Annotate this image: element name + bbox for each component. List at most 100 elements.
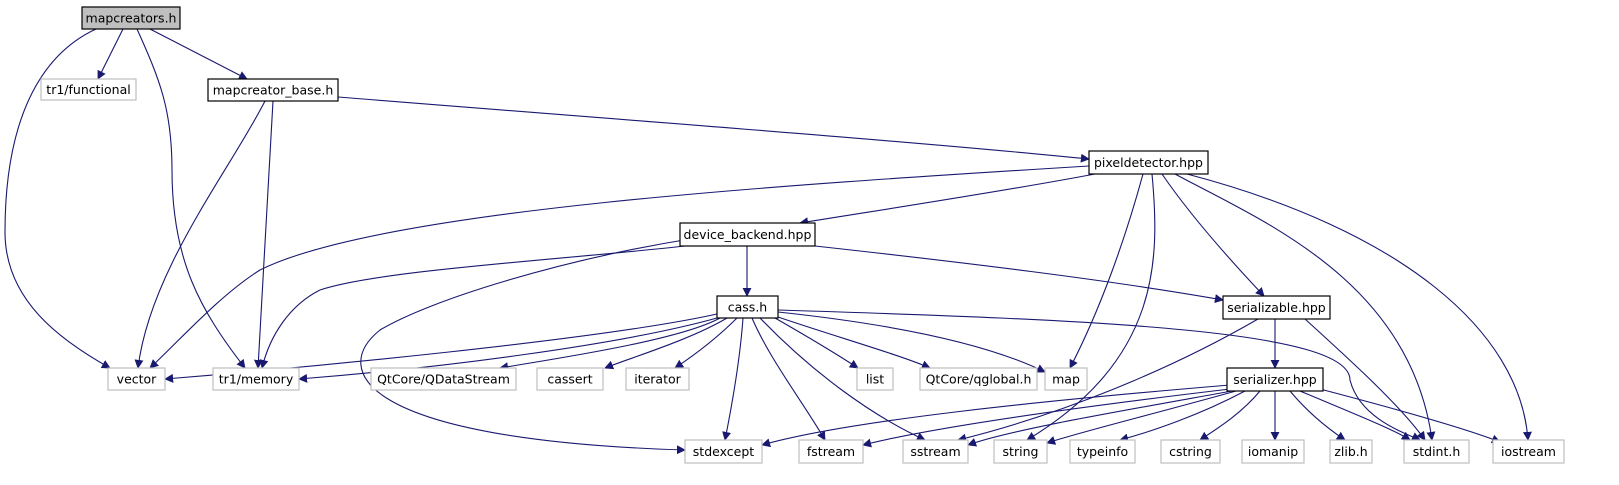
edge-mapcreator_base-to-pixeldetector [337,96,1090,163]
node-label: list [866,372,884,387]
node-box [1492,439,1565,464]
node-label: iostream [1501,444,1556,459]
edge-cass-to-fstream [751,317,826,441]
node-box [798,439,864,464]
node-label: tr1/functional [46,82,130,97]
node-cassert: cassert [536,367,604,391]
node-label: stdint.h [1413,444,1461,459]
node-label: cstring [1169,444,1212,459]
node-box [1241,439,1305,464]
node-vector: vector [107,367,166,391]
node-box [81,6,181,30]
node-label: typeinfo [1077,444,1128,459]
edge-serializer-to-string [1046,390,1237,445]
node-label: mapcreator_base.h [213,83,334,98]
node-label: zlib.h [1334,444,1367,459]
node-box [1222,295,1331,320]
edge-device_backend-to-serializable [814,245,1224,304]
edge-serializer-to-typeinfo [1119,390,1246,443]
node-iostream: iostream [1492,439,1565,464]
node-box [1329,439,1373,464]
edge-cass-to-sstream [759,317,926,441]
node-label: pixeldetector.hpp [1094,155,1203,170]
node-iomanip: iomanip [1241,439,1305,464]
node-label: device_backend.hpp [684,227,812,242]
node-qglobal: QtCore/qglobal.h [919,367,1038,391]
node-label: string [1003,444,1039,459]
node-box [993,439,1048,464]
node-label: serializable.hpp [1227,300,1326,315]
edge-cass-to-iterator [674,317,738,369]
edge-pixeldetector-to-string [1026,173,1156,441]
node-box [716,295,779,319]
edge-serializer-to-stdexcept [761,384,1231,448]
node-box [40,78,137,101]
edge-cass-to-qdatastream [499,317,721,372]
node-label: QtCore/QDataStream [377,372,510,387]
node-box [902,439,969,464]
node-label: serializer.hpp [1233,372,1316,387]
node-mapcreator_base[interactable]: mapcreator_base.h [207,78,339,102]
node-label: fstream [807,444,855,459]
node-label: iomanip [1248,444,1298,459]
edge-serializable-to-stdint [1304,318,1426,441]
edge-pixeldetector-to-iostream [1186,173,1532,441]
node-label: stdexcept [693,444,754,459]
node-fstream: fstream [798,439,864,464]
node-iterator: iterator [625,367,690,391]
node-map: map [1044,367,1088,391]
edge-cass-to-qglobal [777,316,931,369]
edge-serializer-to-zlib [1289,390,1346,441]
edge-device_backend-to-stdexcept [360,238,691,455]
node-mapcreators[interactable]: mapcreators.h [81,6,181,30]
node-box [536,367,604,391]
edge-cass-to-stdexcept [722,317,744,441]
edge-pixeldetector-to-map [1069,173,1144,369]
node-box [1044,367,1088,391]
node-string: string [993,439,1048,464]
edge-serializer-to-sstream [967,390,1233,447]
node-box [1403,439,1470,464]
node-device_backend[interactable]: device_backend.hpp [679,222,816,247]
edge-mapcreators-to-vector [4,28,111,369]
node-box [684,439,763,464]
node-box [856,367,894,391]
edge-serializer-to-iostream [1319,388,1501,444]
node-box [919,367,1038,391]
node-box [1088,150,1209,175]
edge-mapcreators-to-tr1functional [97,28,124,80]
node-box [212,367,300,391]
node-cass[interactable]: cass.h [716,295,779,319]
node-box [1160,439,1221,464]
edge-serializer-to-cstring [1199,390,1261,441]
node-qdatastream: QtCore/QDataStream [370,367,517,391]
node-zlib: zlib.h [1329,439,1373,464]
nodes-layer: mapcreators.h tr1/functional mapcreator_ba… [40,6,1565,464]
node-box [679,222,816,247]
edge-mapcreators-to-tr1memory [136,28,246,369]
edge-device_backend-to-tr1memory [259,245,686,369]
node-box [107,367,166,391]
node-stdexcept: stdexcept [684,439,763,464]
edge-serializer-to-fstream [862,388,1231,448]
edge-serializable-to-sstream [957,318,1259,443]
edge-cass-to-stdint [777,309,1421,441]
node-cstring: cstring [1160,439,1221,464]
node-label: cass.h [728,300,767,315]
edges-layer [4,28,1532,455]
node-box [370,367,517,391]
edge-pixeldetector-to-device_backend [799,173,1096,227]
edge-pixeldetector-to-serializable [1161,173,1265,297]
node-box [1069,439,1136,464]
node-box [625,367,690,391]
edge-mapcreator_base-to-vector [134,100,266,369]
node-serializable[interactable]: serializable.hpp [1222,295,1331,320]
edge-serializer-to-stdint [1299,390,1411,441]
node-serializer[interactable]: serializer.hpp [1226,367,1324,392]
node-tr1memory: tr1/memory [212,367,300,391]
edge-mapcreator_base-to-tr1memory [253,100,274,369]
node-label: sstream [910,444,960,459]
node-label: vector [117,372,158,387]
node-list: list [856,367,894,391]
node-pixeldetector[interactable]: pixeldetector.hpp [1088,150,1209,175]
